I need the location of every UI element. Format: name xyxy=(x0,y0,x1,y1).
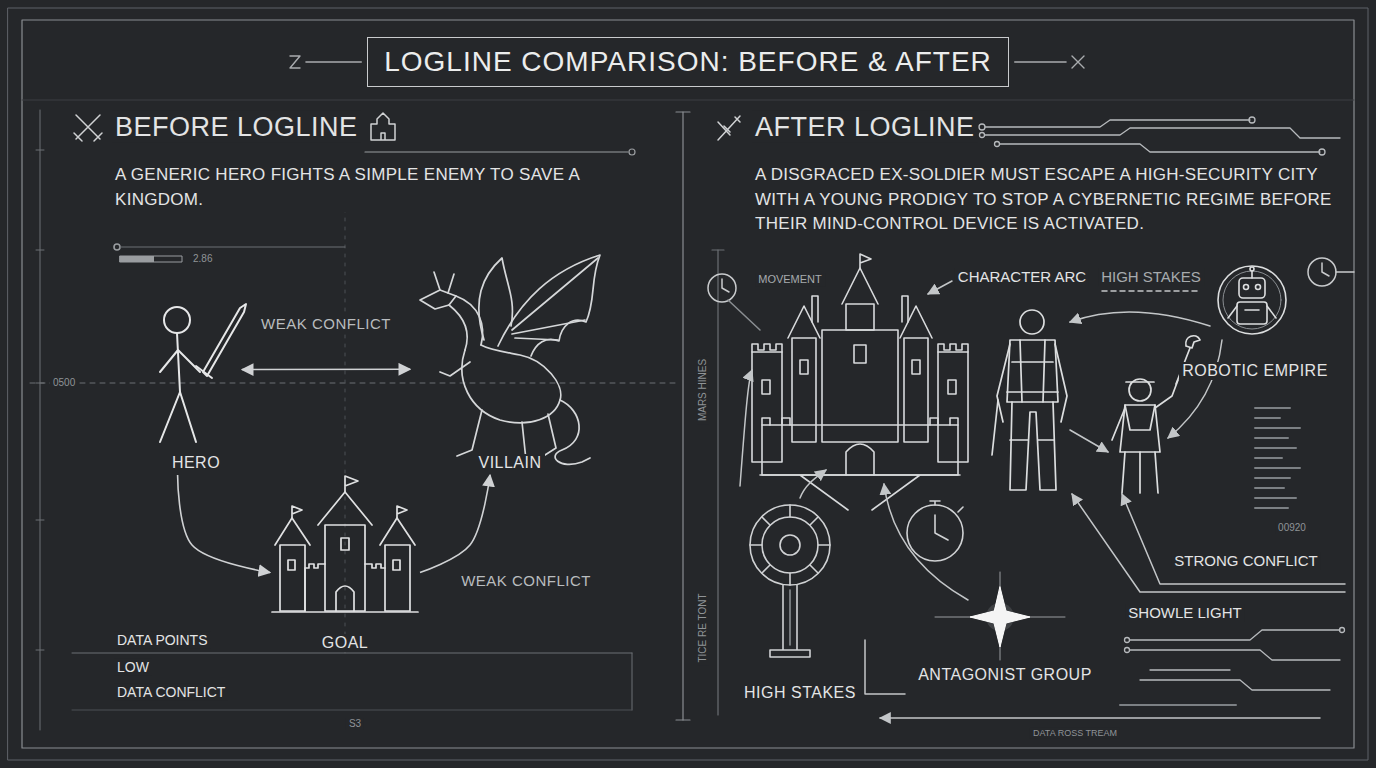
data-note: DATA CONFLICT xyxy=(114,684,228,701)
goal-castle: GOAL xyxy=(270,490,420,655)
stakes-gear: HIGH STAKES xyxy=(725,495,875,705)
connector-arrow xyxy=(420,475,490,573)
callout-label: MOVEMENT xyxy=(755,273,825,286)
villain-figure: VILLAIN xyxy=(410,240,610,475)
title-rule xyxy=(1015,61,1066,63)
connector-arrow xyxy=(242,368,410,370)
node-label: HIGH STAKES xyxy=(741,684,859,702)
panel-heading: AFTER LOGLINE xyxy=(752,111,978,143)
connector-arrow xyxy=(178,475,270,573)
callout-label: HIGH STAKES xyxy=(1098,268,1204,286)
edge-label: WEAK CONFLICT xyxy=(458,572,594,589)
hero-figure: HERO xyxy=(150,290,242,475)
node-label: HERO xyxy=(169,454,223,472)
node-label: GOAL xyxy=(319,634,371,652)
callout-label: SHOWLE LIGHT xyxy=(1125,604,1244,622)
logline-text: A GENERIC HERO FIGHTS A SIMPLE ENEMY TO … xyxy=(112,163,638,212)
antagonist-star: ANTAGONIST GROUP xyxy=(910,575,1100,687)
panel-heading: BEFORE LOGLINE xyxy=(112,111,361,143)
data-value: 2.86 xyxy=(190,253,215,265)
node-label: ANTAGONIST GROUP xyxy=(915,666,1095,684)
axis-number: 0500 xyxy=(50,377,78,389)
data-note: DATA POINTS xyxy=(114,632,211,649)
axis-number: S3 xyxy=(346,718,364,730)
axis-label: MARS HINES xyxy=(697,356,709,424)
data-note: LOW xyxy=(114,659,152,676)
diagram-title: LOGLINE COMPARISON: BEFORE & AFTER xyxy=(367,37,1009,87)
axis-label: TICE RE TONT xyxy=(697,590,709,665)
data-value: 00920 xyxy=(1275,522,1309,534)
axis-label: DATA ROSS TREAM xyxy=(1030,728,1120,739)
callout-label: CHARACTER ARC xyxy=(955,268,1089,286)
node-label: ROBOTIC EMPIRE xyxy=(1179,362,1331,380)
logline-text: A DISGRACED EX-SOLDIER MUST ESCAPE A HIG… xyxy=(752,163,1348,237)
node-label: VILLAIN xyxy=(475,454,544,472)
edge-label: WEAK CONFLICT xyxy=(258,315,394,332)
callout-label: STRONG CONFLICT xyxy=(1171,552,1320,570)
title-rule xyxy=(306,61,361,63)
robot-icon: ROBOTIC EMPIRE xyxy=(1174,258,1336,383)
